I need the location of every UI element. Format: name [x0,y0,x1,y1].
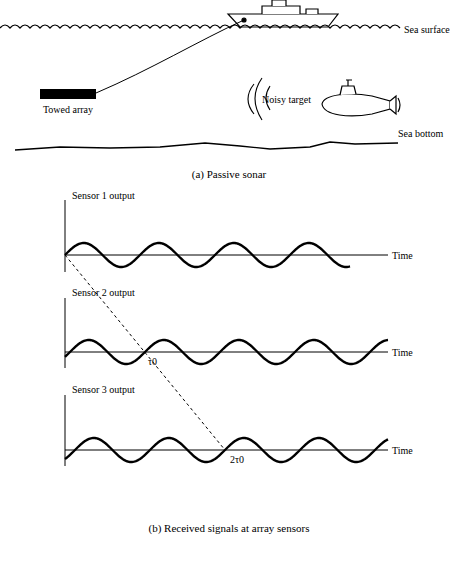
tow-cable [96,20,244,93]
sensor-waveform [65,340,388,364]
ship [228,0,338,27]
sea-bottom [15,142,398,150]
subfigure-caption: (a) Passive sonar [192,168,267,180]
axis-label: Time [392,250,413,261]
plot-title: Sensor 1 output [72,190,135,201]
delay-label: τ0 [148,356,157,367]
region-label: Sea surface [404,24,450,35]
sensor-waveform [65,243,350,267]
plot-title: Sensor 3 output [72,384,135,395]
towed-array [40,89,96,99]
axis-label: Time [392,347,413,358]
sensor-waveform [65,438,388,462]
plot-title: Sensor 2 output [72,287,135,298]
delay-label: 2τ0 [230,454,244,465]
region-label: Sea bottom [398,128,443,139]
subfigure-caption: (b) Received signals at array sensors [149,522,310,534]
part-label: Towed array [43,104,93,115]
plot-axes [65,200,388,466]
axis-label: Time [392,445,413,456]
sea-surface [0,25,400,28]
submarine [322,80,400,116]
part-label: Noisy target [262,94,311,105]
